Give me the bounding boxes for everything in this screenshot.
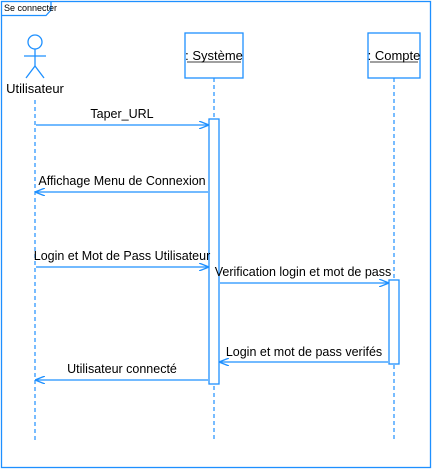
message-taper-url: Taper_URL [36,107,208,125]
message-label: Taper_URL [90,107,153,121]
object-label-systeme: : Système [185,48,243,63]
message-affichage-menu: Affichage Menu de Connexion [36,174,208,192]
message-label: Login et Mot de Pass Utilisateur [34,249,210,263]
message-login-verifies: Login et mot de pass verifés [220,345,388,362]
message-login-utilisateur: Login et Mot de Pass Utilisateur [34,249,210,267]
object-label-compte: : Compte [368,48,421,63]
message-label: Login et mot de pass verifés [226,345,382,359]
activation-bar-systeme [208,118,220,385]
actor-leg-right [34,65,45,79]
message-label: Affichage Menu de Connexion [38,174,205,188]
actor-head [27,34,43,50]
activation-bar-compte [388,279,400,365]
message-utilisateur-connecte: Utilisateur connecté [36,362,208,380]
actor-leg-left [25,65,36,79]
message-label: Utilisateur connecté [67,362,177,376]
actor-utilisateur: Utilisateur [6,34,65,96]
frame-title: Se connecter [4,3,57,13]
frame-tag [1,1,52,17]
message-verification: Verification login et mot de pass [215,265,392,283]
object-box-systeme [184,32,244,79]
actor-label: Utilisateur [6,81,64,96]
message-label: Verification login et mot de pass [215,265,392,279]
